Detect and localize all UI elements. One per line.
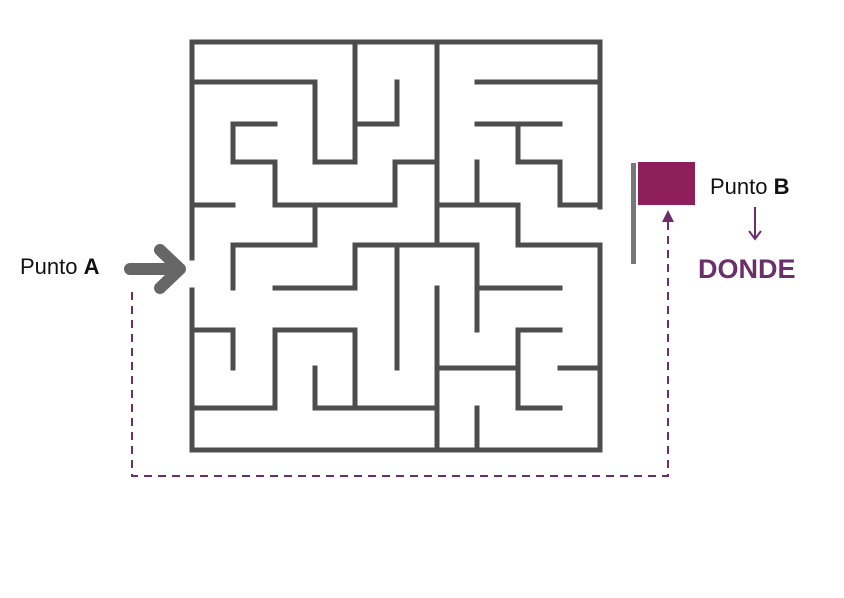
maze-walls <box>189 39 603 453</box>
flag-icon <box>631 162 695 264</box>
end-label-prefix: Punto <box>710 174 768 199</box>
maze-wall <box>230 202 318 291</box>
start-label-letter: A <box>83 254 100 279</box>
end-label-letter: B <box>773 174 790 199</box>
route-dashed-line <box>131 218 669 477</box>
maze-outer-wall <box>189 39 603 261</box>
maze-wall <box>272 202 440 291</box>
maze-wall <box>434 242 480 333</box>
down-arrow-icon <box>748 207 762 241</box>
maze-wall <box>352 79 400 127</box>
maze-wall <box>189 39 358 165</box>
start-label-prefix: Punto <box>20 254 78 279</box>
maze-wall <box>312 365 440 411</box>
right-arrow-icon <box>124 244 186 294</box>
start-point-label: Punto A <box>20 254 100 280</box>
end-point-label: Punto B <box>710 174 790 200</box>
maze-wall <box>189 327 236 371</box>
maze-wall <box>230 121 278 165</box>
destination-label: DONDE <box>698 254 796 284</box>
maze-outer-wall <box>189 242 603 453</box>
route-arrowhead <box>662 210 674 222</box>
maze-wall <box>272 327 358 411</box>
maze-wall <box>434 202 603 248</box>
maze-wall <box>189 327 278 411</box>
maze-wall <box>515 121 603 208</box>
maze-wall <box>434 365 563 411</box>
